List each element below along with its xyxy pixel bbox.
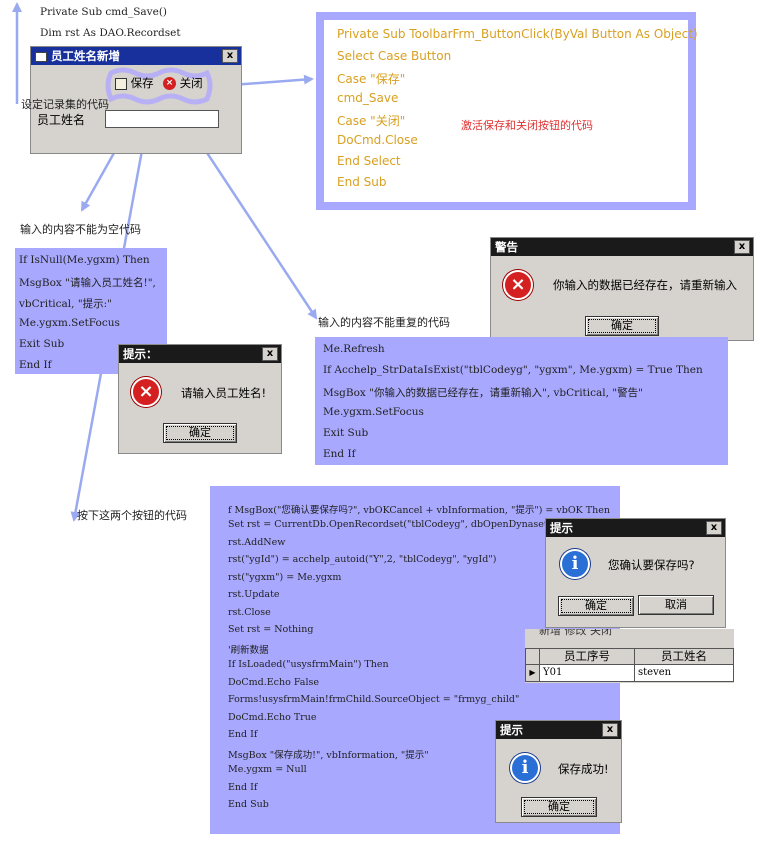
confirm-message: 您确认要保存吗? — [608, 558, 695, 572]
employee-name-input[interactable] — [105, 110, 219, 128]
confirm-dialog: 提示 x i 您确认要保存吗? 确定 取消 — [545, 518, 726, 628]
dup-code-line: Me.ygxm.SetFocus — [323, 406, 424, 418]
toolbar-code-line: cmd_Save — [337, 91, 399, 105]
save-icon — [115, 77, 127, 90]
arrow-to-dup-code — [186, 123, 318, 320]
save-code-line: rst.Update — [228, 589, 280, 600]
empty-code-line: vbCritical, "提示:" — [19, 298, 113, 310]
table-row[interactable]: ▶ Y01 steven — [525, 665, 734, 682]
warning-titlebar: 警告 — [491, 238, 753, 256]
empty-code-line: If IsNull(Me.ygxm) Then — [19, 254, 150, 266]
save-code-line: End Sub — [228, 799, 269, 810]
info-icon: i — [510, 753, 540, 783]
save-code-line: f MsgBox("您确认要保存吗?", vbOKCancel + vbInfo… — [228, 505, 610, 516]
note-buttons-code: 按下这两个按钮的代码 — [77, 509, 187, 522]
warning-close-icon[interactable]: x — [734, 240, 750, 254]
empty-code-line: Exit Sub — [19, 338, 65, 350]
save-code-line: DoCmd.Echo True — [228, 712, 317, 723]
prompt-empty-dialog: 提示： x × 请输入员工姓名! 确定 — [118, 344, 282, 454]
toolbar-code-line: End Sub — [337, 175, 387, 189]
success-dialog: 提示 x i 保存成功! 确定 — [495, 720, 622, 823]
note-set-recordset: 设定记录集的代码 — [21, 98, 109, 111]
toolbar-code-panel: Private Sub ToolbarFrm_ButtonClick(ByVal… — [316, 12, 698, 210]
employee-form-window: 员工姓名新增 x 保存 × 关闭 员工姓名 — [30, 46, 242, 154]
confirm-ok-button[interactable]: 确定 — [558, 596, 634, 616]
dup-check-code-panel: Me.Refresh If Acchelp_StrDataIsExist("tb… — [315, 337, 728, 465]
save-code-line: rst("ygId") = acchelp_autoid("Y",2, "tbl… — [228, 554, 497, 565]
dup-code-line: Me.Refresh — [323, 343, 385, 355]
success-close-icon[interactable]: x — [602, 723, 618, 737]
empty-code-line: Me.ygxm.SetFocus — [19, 317, 120, 329]
prompt-empty-titlebar: 提示： — [119, 345, 281, 363]
note-not-duplicate: 输入的内容不能重复的代码 — [318, 316, 450, 329]
save-code-line: Set rst = CurrentDb.OpenRecordset("tblCo… — [228, 519, 552, 530]
row-selector-icon: ▶ — [526, 665, 540, 681]
cell-employee-name[interactable]: steven — [635, 665, 733, 681]
confirm-close-icon[interactable]: x — [706, 521, 722, 535]
empty-code-line: End If — [19, 359, 52, 371]
form-titlebar: 员工姓名新增 — [31, 47, 241, 65]
toolbar-code-line: Case "关闭" — [337, 114, 406, 128]
warning-ok-button[interactable]: 确定 — [585, 316, 659, 336]
toolbar-code-line: Case "保存" — [337, 72, 406, 86]
employee-grid: 新增 修改 关闭 员工序号 员工姓名 ▶ Y01 steven — [525, 629, 734, 683]
dup-code-line: If Acchelp_StrDataIsExist("tblCodeyg", "… — [323, 364, 703, 376]
note-not-empty: 输入的内容不能为空代码 — [20, 223, 141, 236]
save-code-line: Set rst = Nothing — [228, 624, 314, 635]
save-code-line: rst.AddNew — [228, 537, 286, 548]
toolbar-highlight — [105, 67, 213, 105]
save-button[interactable]: 保存 — [115, 75, 154, 91]
warning-dialog: 警告 x × 你输入的数据已经存在，请重新输入 确定 — [490, 237, 754, 341]
top-code-line-1: Private Sub cmd_Save() — [40, 6, 168, 18]
save-code-line: End If — [228, 729, 258, 740]
grid-header-row: 员工序号 员工姓名 — [525, 648, 734, 665]
cell-employee-id[interactable]: Y01 — [540, 665, 635, 681]
grid-caption: 新增 修改 关闭 — [539, 629, 612, 637]
empty-code-line: MsgBox "请输入员工姓名!", — [19, 277, 156, 289]
form-close-icon[interactable]: x — [222, 49, 238, 63]
employee-name-label: 员工姓名 — [37, 113, 86, 127]
close-label: 关闭 — [179, 76, 203, 90]
save-code-line: DoCmd.Echo False — [228, 677, 319, 688]
grid-header-name[interactable]: 员工姓名 — [661, 649, 707, 663]
prompt-empty-close-icon[interactable]: x — [262, 347, 278, 361]
prompt-empty-ok-button[interactable]: 确定 — [163, 423, 237, 443]
grid-header-id[interactable]: 员工序号 — [540, 649, 635, 664]
save-code-line: rst("ygxm") = Me.ygxm — [228, 572, 342, 583]
close-circle-icon: × — [163, 77, 176, 90]
toolbar-code-line: Private Sub ToolbarFrm_ButtonClick(ByVal… — [337, 27, 698, 41]
success-titlebar: 提示 — [496, 721, 621, 739]
toolbar-code-inner: Private Sub ToolbarFrm_ButtonClick(ByVal… — [324, 20, 698, 202]
confirm-cancel-button[interactable]: 取消 — [638, 595, 714, 615]
form-window-icon — [35, 51, 47, 62]
warning-message: 你输入的数据已经存在，请重新输入 — [553, 278, 737, 292]
save-code-line: '刷新数据 — [228, 645, 269, 656]
close-button[interactable]: × 关闭 — [163, 75, 203, 91]
note-activate-buttons: 激活保存和关闭按钮的代码 — [461, 119, 593, 132]
confirm-titlebar: 提示 — [546, 519, 725, 537]
error-icon: × — [503, 270, 533, 300]
save-code-line: rst.Close — [228, 607, 271, 618]
save-code-line: If IsLoaded("usysfrmMain") Then — [228, 659, 389, 670]
save-code-line: End If — [228, 782, 258, 793]
toolbar-code-line: Select Case Button — [337, 49, 452, 63]
toolbar-code-line: DoCmd.Close — [337, 133, 418, 147]
form-title: 员工姓名新增 — [51, 49, 120, 63]
dup-code-line: End If — [323, 448, 356, 460]
save-code-line: Forms!usysfrmMain!frmChild.SourceObject … — [228, 694, 520, 705]
save-label: 保存 — [130, 76, 154, 90]
save-code-line: MsgBox "保存成功!", vbInformation, "提示" — [228, 750, 429, 761]
error-icon: × — [131, 377, 161, 407]
success-message: 保存成功! — [558, 762, 609, 776]
success-ok-button[interactable]: 确定 — [521, 797, 597, 817]
prompt-empty-message: 请输入员工姓名! — [181, 386, 267, 400]
dup-code-line: MsgBox "你输入的数据已经存在，请重新输入", vbCritical, "… — [323, 387, 643, 399]
toolbar-code-line: End Select — [337, 154, 401, 168]
save-code-line: Me.ygxm = Null — [228, 764, 307, 775]
dup-code-line: Exit Sub — [323, 427, 369, 439]
info-icon: i — [560, 549, 590, 579]
top-code-line-2: Dim rst As DAO.Recordset — [40, 27, 181, 39]
